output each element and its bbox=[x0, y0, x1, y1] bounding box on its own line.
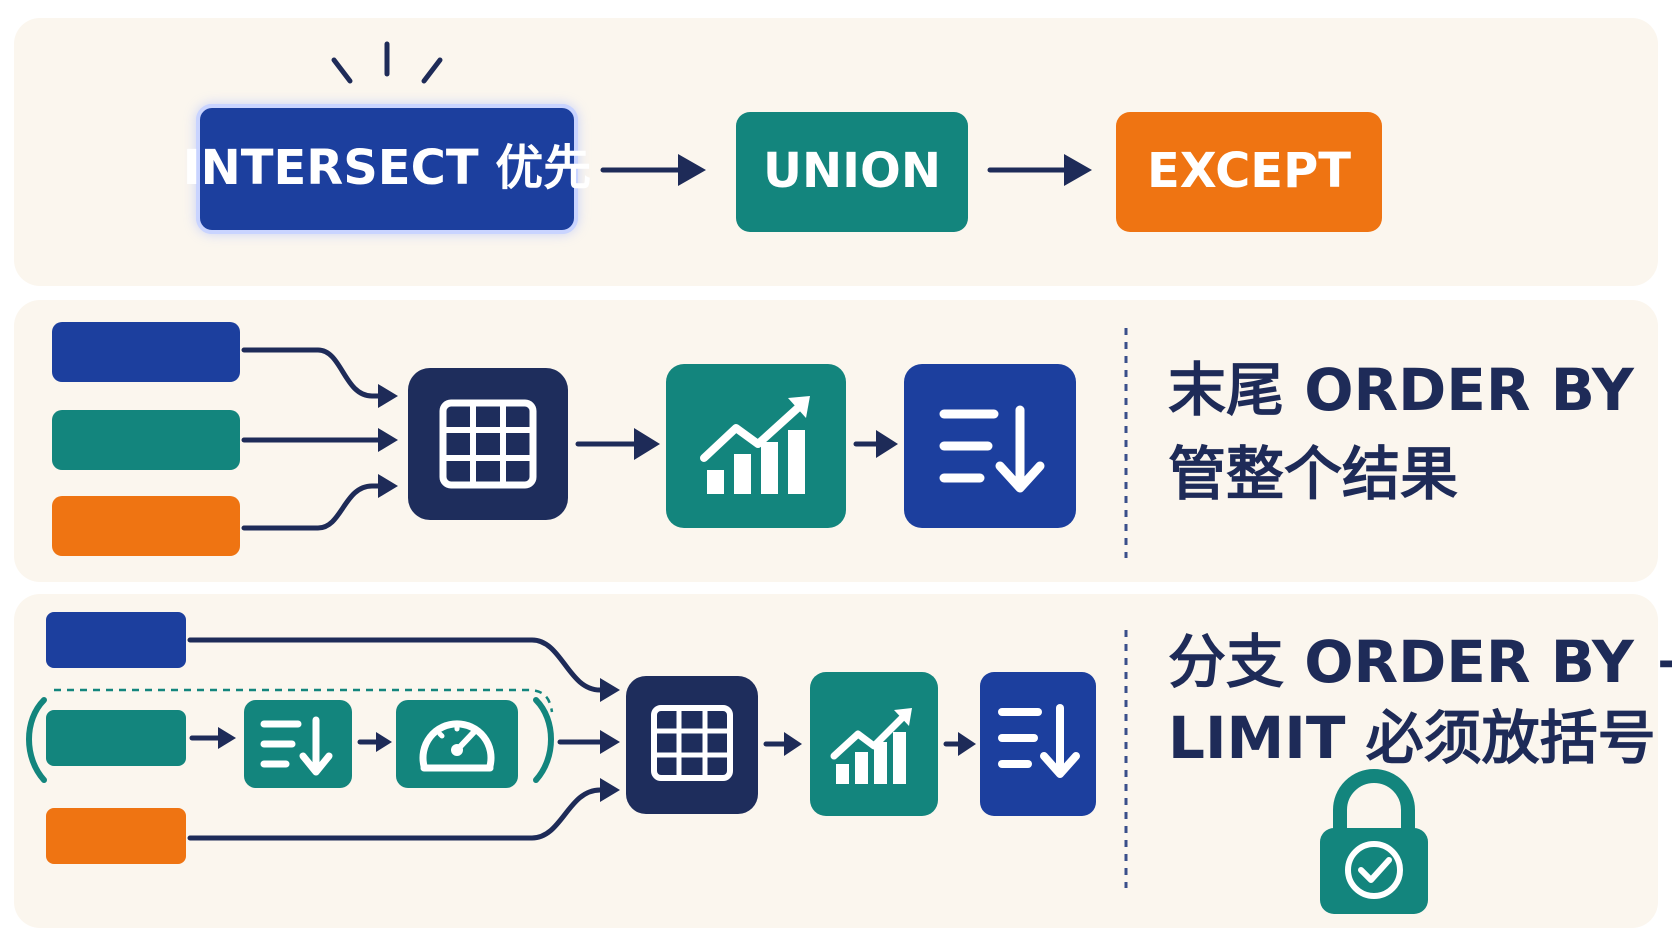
input-box-orange bbox=[52, 496, 240, 556]
except-label: EXCEPT bbox=[1147, 143, 1351, 199]
input-box-teal bbox=[52, 410, 240, 470]
sort-down-icon bbox=[260, 716, 333, 776]
parenthesized-branch bbox=[26, 688, 554, 788]
arrow-branch-combine-to-result bbox=[763, 732, 802, 756]
gauge-icon bbox=[419, 720, 495, 772]
except-box: EXCEPT bbox=[1116, 112, 1382, 232]
input-box-blue bbox=[52, 322, 240, 382]
combine-box bbox=[408, 368, 568, 520]
result-box bbox=[666, 364, 846, 528]
intersect-label: INTERSECT 优先 bbox=[183, 140, 592, 196]
branch-order-line-2: LIMIT 必须放括号 bbox=[1168, 704, 1656, 772]
union-label: UNION bbox=[763, 143, 941, 199]
sort-down-icon bbox=[939, 405, 1045, 493]
branch-merge-lines bbox=[187, 637, 620, 841]
branch-final-sort-box bbox=[980, 672, 1096, 816]
arrow-result-to-sort bbox=[853, 430, 898, 458]
arrow-intersect-to-union bbox=[600, 154, 706, 186]
branch-order-line-1: 分支 ORDER BY + bbox=[1168, 628, 1672, 696]
final-order-note: 末尾 ORDER BY 管整个结果 bbox=[1168, 356, 1635, 508]
intersect-box: INTERSECT 优先 bbox=[183, 104, 592, 234]
highlight-rays-icon bbox=[331, 41, 443, 84]
branch-input-teal bbox=[46, 710, 186, 766]
chart-up-icon bbox=[700, 396, 810, 494]
branch-input-blue bbox=[46, 612, 186, 668]
arrow-branch-result-to-sort bbox=[943, 732, 976, 756]
grid-icon bbox=[439, 399, 537, 489]
branch-sort-box bbox=[244, 700, 352, 788]
final-order-line-1: 末尾 ORDER BY bbox=[1168, 356, 1635, 424]
chart-up-icon bbox=[830, 708, 912, 784]
branch-input-orange bbox=[46, 808, 186, 864]
branch-order-note: 分支 ORDER BY + LIMIT 必须放括号 bbox=[1168, 628, 1672, 772]
merge-lines bbox=[241, 347, 398, 531]
branch-result-box bbox=[810, 672, 938, 816]
final-order-line-2: 管整个结果 bbox=[1168, 440, 1458, 508]
arrow-combine-to-result bbox=[575, 428, 660, 460]
sort-box bbox=[904, 364, 1076, 528]
close-paren bbox=[533, 697, 554, 783]
sort-down-icon bbox=[998, 704, 1080, 778]
lock-check-icon bbox=[1320, 769, 1428, 914]
union-box: UNION bbox=[736, 112, 968, 232]
grid-icon bbox=[651, 705, 733, 781]
open-paren bbox=[26, 697, 47, 783]
arrow-union-to-except bbox=[987, 154, 1092, 186]
branch-combine-box bbox=[626, 676, 758, 814]
